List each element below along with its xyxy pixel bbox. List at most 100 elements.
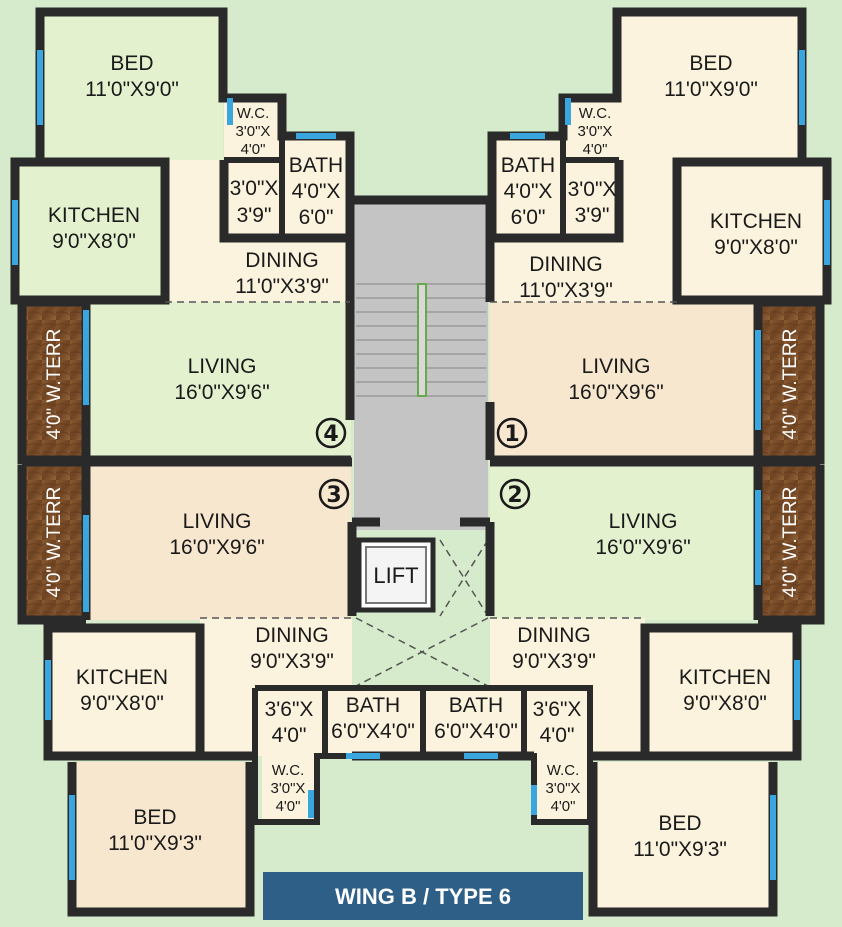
tl-flat-labels: BED 11'0"X9'0" W.C. 3'0"X 4'0" 3'0"X 3'9… (44, 52, 343, 439)
br-living-size: 16'0"X9'6" (595, 536, 690, 559)
tl-dining-size: 11'0"X3'9" (235, 275, 329, 298)
flat-numbers: 4 1 3 2 (315, 417, 531, 510)
bl-pass-size2: 4'0" (272, 724, 307, 747)
tr-living-size: 16'0"X9'6" (568, 381, 663, 404)
tr-kitchen-size: 9'0"X8'0" (714, 236, 798, 259)
tr-flat-labels: BED 11'0"X9'0" W.C. 3'0"X 4'0" BATH 4'0"… (501, 52, 802, 439)
tr-bath-area (492, 136, 563, 238)
br-pass-size1: 3'6"X (533, 698, 582, 721)
tr-wc-size2: 4'0" (583, 141, 608, 158)
br-bath-area (426, 688, 524, 754)
tr-bed-name: BED (689, 52, 732, 75)
bl-bed-name: BED (133, 806, 176, 829)
br-living-name: LIVING (609, 510, 678, 533)
tr-bath-size1: 4'0"X (504, 180, 553, 203)
bl-bed-area (72, 762, 250, 912)
tl-wc-area (224, 98, 282, 238)
tr-bed-size: 11'0"X9'0" (664, 78, 758, 101)
flat-3-marker (318, 478, 350, 510)
bl-pass-size1: 3'6"X (265, 698, 314, 721)
tl-wc-name: W.C. (237, 105, 270, 122)
room-dividers (165, 301, 677, 619)
tl-kitchen-size: 9'0"X8'0" (52, 230, 136, 253)
bl-wc-name: W.C. (272, 762, 305, 779)
bl-dining-size: 9'0"X3'9" (250, 650, 334, 673)
bl-bath-area (325, 688, 423, 754)
wing-banner-text: WING B / TYPE 6 (335, 884, 511, 909)
br-bed-size: 11'0"X9'3" (633, 838, 727, 861)
stair-handrail (417, 283, 427, 397)
br-bath-size: 6'0"X4'0" (434, 720, 518, 743)
tr-pass-size2: 3'9" (575, 204, 610, 227)
bl-flat-labels: LIVING 16'0"X9'6" 4'0" W.TERR DINING 9'0… (44, 487, 415, 855)
tl-bath-size1: 4'0"X (292, 180, 341, 203)
tr-dining-size: 11'0"X3'9" (519, 279, 613, 302)
wing-banner (263, 872, 583, 920)
br-kitchen-name: KITCHEN (679, 666, 771, 689)
lift-label: LIFT (373, 563, 418, 588)
tr-kitchen-area (677, 162, 827, 300)
tr-terrace (758, 302, 820, 460)
br-bed-name: BED (658, 812, 701, 835)
tl-pass-size2: 3'9" (237, 204, 272, 227)
br-wc-area (534, 756, 591, 822)
bl-living-name: LIVING (183, 510, 252, 533)
br-kitchen-size: 9'0"X8'0" (683, 692, 767, 715)
flat-4-number: 4 (323, 422, 338, 447)
flat-4-marker (315, 417, 347, 449)
tr-wc-size1: 3'0"X (578, 123, 613, 140)
tl-living-size: 16'0"X9'6" (174, 381, 269, 404)
tl-terrace (22, 302, 86, 460)
bl-bath-size: 6'0"X4'0" (331, 720, 415, 743)
tl-bath-size2: 6'0" (299, 206, 334, 229)
bl-living-size: 16'0"X9'6" (169, 536, 264, 559)
bl-wc-area (262, 756, 317, 822)
bl-wc-size1: 3'0"X (271, 780, 306, 797)
tl-bed-size: 11'0"X9'0" (85, 78, 179, 101)
tl-bath-name: BATH (289, 154, 343, 177)
br-dining-size: 9'0"X3'9" (512, 650, 596, 673)
flat-1-marker (496, 417, 528, 449)
tr-dining-name: DINING (529, 253, 603, 276)
tr-kitchen-name: KITCHEN (710, 210, 802, 233)
tl-kitchen-area (15, 162, 165, 300)
flat-3-number: 3 (326, 483, 341, 508)
tl-kitchen-name: KITCHEN (48, 204, 140, 227)
bl-pass-area (255, 688, 325, 754)
tr-pass-size1: 3'0"X (568, 178, 617, 201)
tr-bath-size2: 6'0" (511, 206, 546, 229)
tl-terrace-label: 4'0" W.TERR (44, 329, 65, 440)
bl-dining-name: DINING (255, 624, 329, 647)
br-wc-name: W.C. (547, 762, 580, 779)
bl-kitchen-size: 9'0"X8'0" (80, 692, 164, 715)
windows (12, 50, 830, 880)
br-terrace (758, 465, 820, 620)
tl-living-name: LIVING (188, 355, 257, 378)
br-dining-name: DINING (517, 624, 591, 647)
tl-dining-name: DINING (245, 249, 319, 272)
tr-wc-area (563, 98, 619, 238)
br-bath-name: BATH (449, 694, 503, 717)
tr-bath-name: BATH (501, 154, 555, 177)
lobby-cross (355, 539, 489, 687)
bl-terrace-label: 4'0" W.TERR (44, 487, 65, 598)
br-bed-area (593, 762, 773, 912)
bl-kitchen-area (48, 628, 200, 756)
tr-living-name: LIVING (582, 355, 651, 378)
br-pass-size2: 4'0" (540, 724, 575, 747)
bl-bath-name: BATH (346, 694, 400, 717)
br-wc-size2: 4'0" (551, 798, 576, 815)
bl-living-area (86, 465, 351, 620)
tl-wc-size2: 4'0" (241, 141, 266, 158)
br-living-area (490, 465, 755, 620)
tl-bed-name: BED (110, 52, 153, 75)
tr-terrace-label: 4'0" W.TERR (780, 329, 801, 440)
tl-wc-size1: 3'0"X (236, 123, 271, 140)
tl-pass-size1: 3'0"X (230, 177, 279, 200)
tl-bed-area (40, 12, 223, 160)
tr-wc-name: W.C. (579, 105, 612, 122)
bl-wc-size2: 4'0" (276, 798, 301, 815)
tl-living-area (86, 302, 351, 460)
tr-bed-area (617, 12, 803, 160)
